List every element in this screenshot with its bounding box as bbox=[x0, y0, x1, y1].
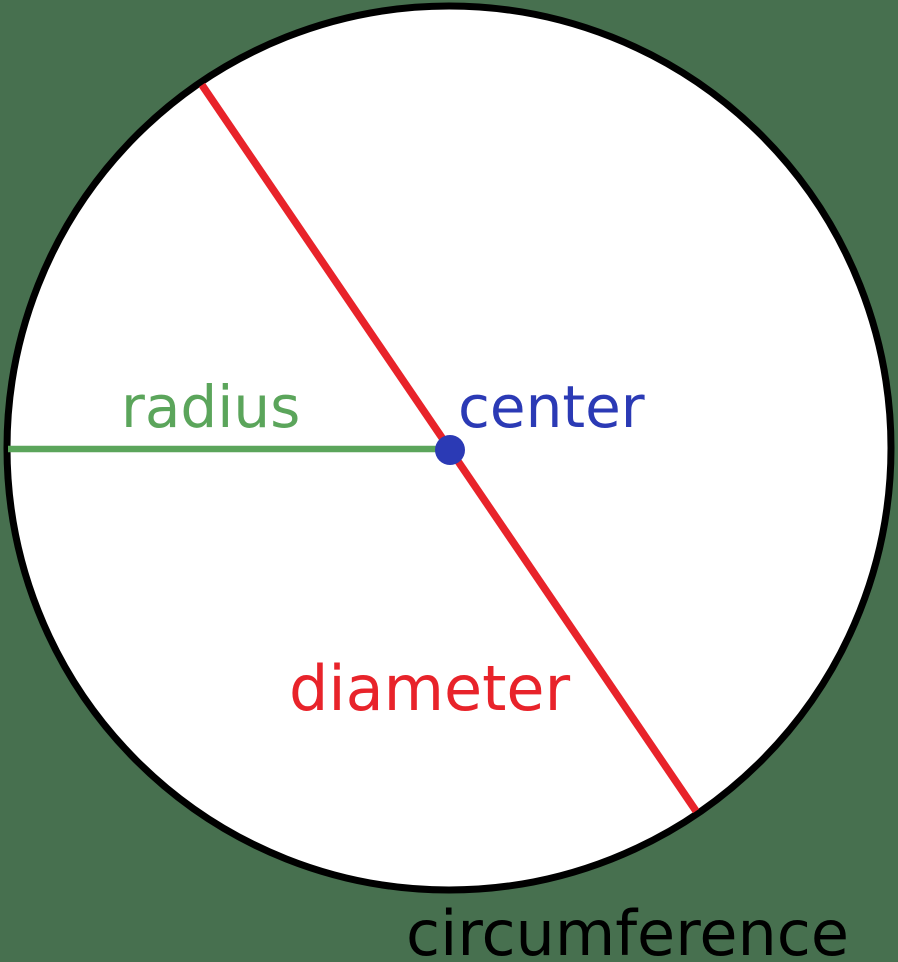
radius-label: radius bbox=[121, 373, 300, 441]
circumference-label: circumference bbox=[406, 897, 849, 962]
center-label: center bbox=[458, 373, 645, 441]
center-dot bbox=[435, 435, 465, 465]
diameter-label: diameter bbox=[289, 652, 571, 725]
